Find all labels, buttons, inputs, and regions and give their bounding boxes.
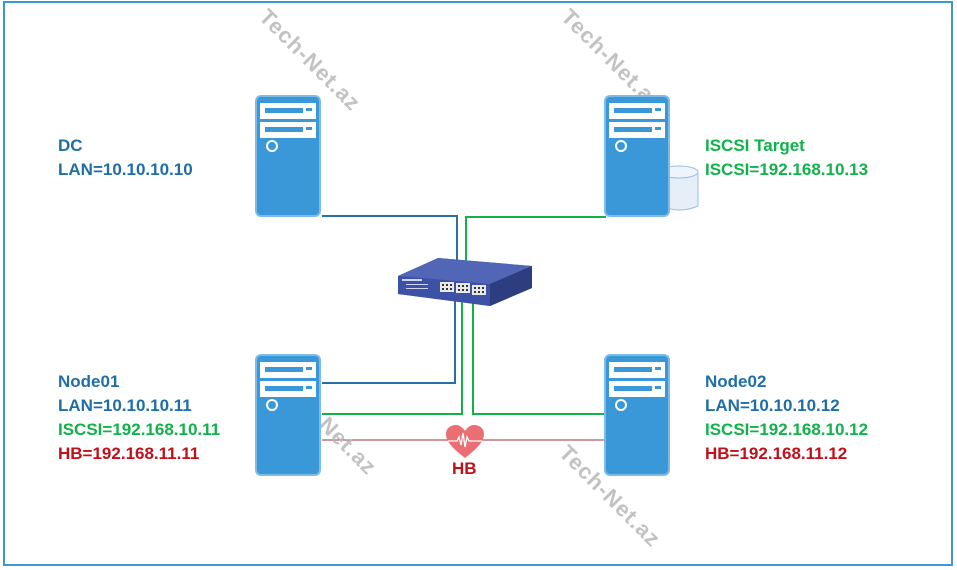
node02-iscsi-ip: ISCSI=192.168.10.12 — [705, 420, 869, 439]
node01-label: Node01 LAN=10.10.10.11 ISCSI=192.168.10.… — [58, 370, 220, 466]
dc-name: DC — [58, 136, 83, 155]
heartbeat-label: HB — [452, 459, 477, 478]
server-node01-icon[interactable] — [255, 354, 321, 476]
network-switch-icon[interactable] — [398, 258, 532, 314]
node02-lan-ip: LAN=10.10.10.12 — [705, 396, 840, 415]
server-node02-icon[interactable] — [604, 354, 670, 476]
iscsi-target-ip: ISCSI=192.168.10.13 — [705, 160, 869, 179]
node02-name: Node02 — [705, 372, 767, 391]
iscsi-target-name: ISCSI Target — [705, 136, 805, 155]
lan-link-node01 — [322, 300, 456, 384]
dc-label: DC LAN=10.10.10.10 — [58, 134, 193, 182]
node02-label: Node02 LAN=10.10.10.12 ISCSI=192.168.10.… — [705, 370, 868, 466]
iscsi-link-target — [465, 216, 606, 265]
iscsi-link-node02 — [472, 300, 606, 415]
server-dc-icon[interactable] — [255, 95, 321, 217]
node01-iscsi-ip: ISCSI=192.168.10.11 — [58, 420, 221, 439]
iscsi-target-label: ISCSI Target ISCSI=192.168.10.13 — [705, 134, 868, 182]
node01-hb-ip: HB=192.168.11.11 — [58, 444, 200, 463]
iscsi-link-node01 — [322, 300, 463, 415]
diagram-frame — [3, 1, 953, 566]
node01-name: Node01 — [58, 372, 120, 391]
dc-lan-ip: LAN=10.10.10.10 — [58, 160, 193, 179]
heartbeat-icon — [446, 425, 484, 458]
node01-lan-ip: LAN=10.10.10.11 — [58, 396, 192, 415]
node02-hb-ip: HB=192.168.11.12 — [705, 444, 848, 463]
server-iscsi-target-icon[interactable] — [604, 95, 670, 217]
